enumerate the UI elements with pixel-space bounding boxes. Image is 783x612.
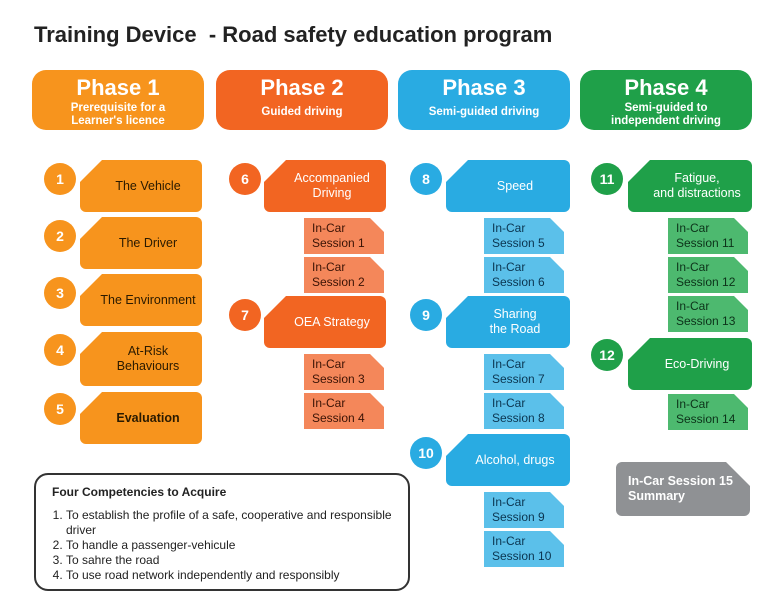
phase-1-subtitle: Prerequisite for a Learner's licence <box>70 102 166 127</box>
topic-11-number: 11 <box>591 163 623 195</box>
topic-9-number: 9 <box>410 299 442 331</box>
phase-2-header: Phase 2 Guided driving <box>216 70 388 130</box>
topic-8-box: Speed <box>446 160 570 212</box>
session-3: In-Car Session 3 <box>304 354 384 390</box>
topic-2-box: The Driver <box>80 217 202 269</box>
phase-4-name: Phase 4 <box>624 75 708 100</box>
session-9: In-Car Session 9 <box>484 492 564 528</box>
topic-4-box: At-Risk Behaviours <box>80 332 202 386</box>
topic-3-box: The Environment <box>80 274 202 326</box>
competencies-list: To establish the profile of a safe, coop… <box>52 508 396 583</box>
topic-1-label: The Vehicle <box>115 178 181 193</box>
topic-5-box: Evaluation <box>80 392 202 444</box>
session-2: In-Car Session 2 <box>304 257 384 293</box>
session-7: In-Car Session 7 <box>484 354 564 390</box>
topic-12-label: Eco-Driving <box>664 356 730 371</box>
competency-item: To sahre the road <box>66 553 396 568</box>
phase-3-subtitle: Semi-guided driving <box>428 106 540 118</box>
phase-2-name: Phase 2 <box>260 75 344 100</box>
topic-9-label: Sharing the Road <box>489 307 541 336</box>
session-4: In-Car Session 4 <box>304 393 384 429</box>
phase-1-name: Phase 1 <box>76 75 160 100</box>
topic-1-number: 1 <box>44 163 76 195</box>
session-11: In-Car Session 11 <box>668 218 748 254</box>
topic-4-number: 4 <box>44 334 76 366</box>
competency-item: To establish the profile of a safe, coop… <box>66 508 396 538</box>
topic-8-label: Speed <box>496 178 534 193</box>
session-13: In-Car Session 13 <box>668 296 748 332</box>
topic-6-label: Accompanied Driving <box>294 171 370 200</box>
competency-item: To handle a passenger-vehicule <box>66 538 396 553</box>
topic-7-label: OEA Strategy <box>294 314 370 329</box>
topic-2-number: 2 <box>44 220 76 252</box>
page-title: Training Device - Road safety education … <box>34 22 553 47</box>
topic-6-box: Accompanied Driving <box>264 160 386 212</box>
competency-item: To use road network independently and re… <box>66 568 396 583</box>
phase-4-header: Phase 4 Semi-guided to independent drivi… <box>580 70 752 130</box>
topic-9-box: Sharing the Road <box>446 296 570 348</box>
competencies-box: Four Competencies to Acquire To establis… <box>34 473 410 591</box>
topic-11-label: Fatigue, and distractions <box>653 171 741 200</box>
phase-3-name: Phase 3 <box>442 75 526 100</box>
topic-3-label: The Environment <box>100 292 196 307</box>
session-15-summary: In-Car Session 15 Summary <box>616 462 750 516</box>
topic-8-number: 8 <box>410 163 442 195</box>
topic-10-number: 10 <box>410 437 442 469</box>
session-1: In-Car Session 1 <box>304 218 384 254</box>
session-6: In-Car Session 6 <box>484 257 564 293</box>
competencies-title: Four Competencies to Acquire <box>52 485 227 499</box>
session-8: In-Car Session 8 <box>484 393 564 429</box>
phase-2-subtitle: Guided driving <box>261 106 343 118</box>
session-14: In-Car Session 14 <box>668 394 748 430</box>
topic-4-label: At-Risk Behaviours <box>116 344 180 373</box>
topic-5-label: Evaluation <box>116 410 180 425</box>
topic-12-box: Eco-Driving <box>628 338 752 390</box>
topic-12-number: 12 <box>591 339 623 371</box>
topic-11-box: Fatigue, and distractions <box>628 160 752 212</box>
session-10: In-Car Session 10 <box>484 531 564 567</box>
topic-7-box: OEA Strategy <box>264 296 386 348</box>
topic-6-number: 6 <box>229 163 261 195</box>
phase-3-header: Phase 3 Semi-guided driving <box>398 70 570 130</box>
session-5: In-Car Session 5 <box>484 218 564 254</box>
topic-2-label: The Driver <box>118 235 178 250</box>
topic-10-box: Alcohol, drugs <box>446 434 570 486</box>
phase-1-header: Phase 1 Prerequisite for a Learner's lic… <box>32 70 204 130</box>
topic-3-number: 3 <box>44 277 76 309</box>
topic-10-label: Alcohol, drugs <box>475 452 555 467</box>
phase-4-subtitle: Semi-guided to independent driving <box>611 102 721 127</box>
topic-5-number: 5 <box>44 393 76 425</box>
topic-7-number: 7 <box>229 299 261 331</box>
session-12: In-Car Session 12 <box>668 257 748 293</box>
topic-1-box: The Vehicle <box>80 160 202 212</box>
